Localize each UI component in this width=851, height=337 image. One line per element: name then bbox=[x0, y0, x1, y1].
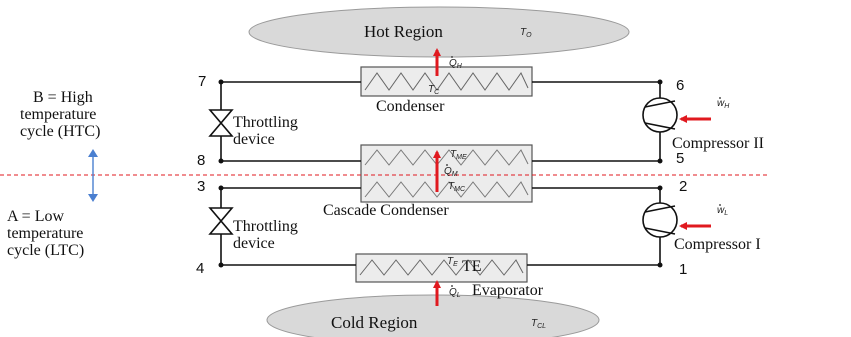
double-arrow-icon bbox=[88, 149, 98, 202]
throttling-bottom-line2: device bbox=[233, 235, 275, 252]
cascade-condenser-label: Cascade Condenser bbox=[323, 202, 449, 219]
htc-piping bbox=[220, 81, 661, 162]
t-c-symbol: TC bbox=[428, 84, 440, 96]
htc-label-line1: B = High bbox=[33, 89, 93, 106]
state-point-8: 8 bbox=[197, 152, 205, 169]
hot-region-ellipse bbox=[248, 6, 630, 58]
state-point-5: 5 bbox=[676, 150, 684, 167]
throttling-top-line1: Throttling bbox=[233, 114, 298, 131]
cold-region-ellipse bbox=[266, 294, 600, 337]
htc-label-line3: cycle (HTC) bbox=[20, 123, 100, 140]
compressor-1 bbox=[642, 202, 678, 238]
q-l-symbol: QL bbox=[449, 287, 461, 299]
t-e-symbol: TE bbox=[447, 256, 458, 268]
cold-region-temp: TCL bbox=[531, 318, 546, 330]
w-l-symbol: wL bbox=[717, 205, 728, 217]
w-h-symbol: wH bbox=[717, 98, 730, 110]
junction-dots bbox=[218, 79, 663, 268]
condenser-label: Condenser bbox=[376, 98, 445, 115]
compressor-2-label: Compressor II bbox=[672, 135, 764, 152]
evaporator-te-label: TE bbox=[462, 258, 482, 275]
evaporator-label: Evaporator bbox=[472, 282, 544, 299]
cascade-condenser-box bbox=[360, 144, 533, 203]
throttling-bottom-line1: Throttling bbox=[233, 218, 298, 235]
condenser-box bbox=[360, 66, 533, 97]
q-m-symbol: QM bbox=[444, 166, 458, 178]
evaporator-box bbox=[355, 253, 528, 283]
hot-region-temp: TO bbox=[520, 27, 532, 39]
state-point-1: 1 bbox=[679, 261, 687, 278]
state-point-3: 3 bbox=[197, 178, 205, 195]
ltc-label-line3: cycle (LTC) bbox=[7, 242, 84, 259]
t-mc-symbol: TMC bbox=[448, 181, 466, 193]
throttling-valve-top bbox=[208, 109, 234, 137]
htc-label-line2: temperature bbox=[20, 106, 96, 123]
compressor-1-label: Compressor I bbox=[674, 236, 761, 253]
state-point-7: 7 bbox=[198, 73, 206, 90]
hot-region-label: Hot Region bbox=[364, 22, 443, 41]
compressor-2 bbox=[642, 97, 678, 133]
throttling-top-line2: device bbox=[233, 131, 275, 148]
state-point-2: 2 bbox=[679, 178, 687, 195]
ltc-label-line2: temperature bbox=[7, 225, 83, 242]
t-me-symbol: TME bbox=[450, 149, 467, 161]
q-h-symbol: QH bbox=[449, 58, 463, 70]
heat-and-work-arrows bbox=[433, 48, 711, 306]
ltc-label-line1: A = Low bbox=[7, 208, 64, 225]
rate-dots bbox=[446, 56, 721, 287]
throttling-valve-bottom bbox=[208, 207, 234, 235]
state-point-4: 4 bbox=[196, 260, 204, 277]
cold-region-label: Cold Region bbox=[331, 313, 418, 332]
state-point-6: 6 bbox=[676, 77, 684, 94]
ltc-piping bbox=[220, 187, 661, 266]
